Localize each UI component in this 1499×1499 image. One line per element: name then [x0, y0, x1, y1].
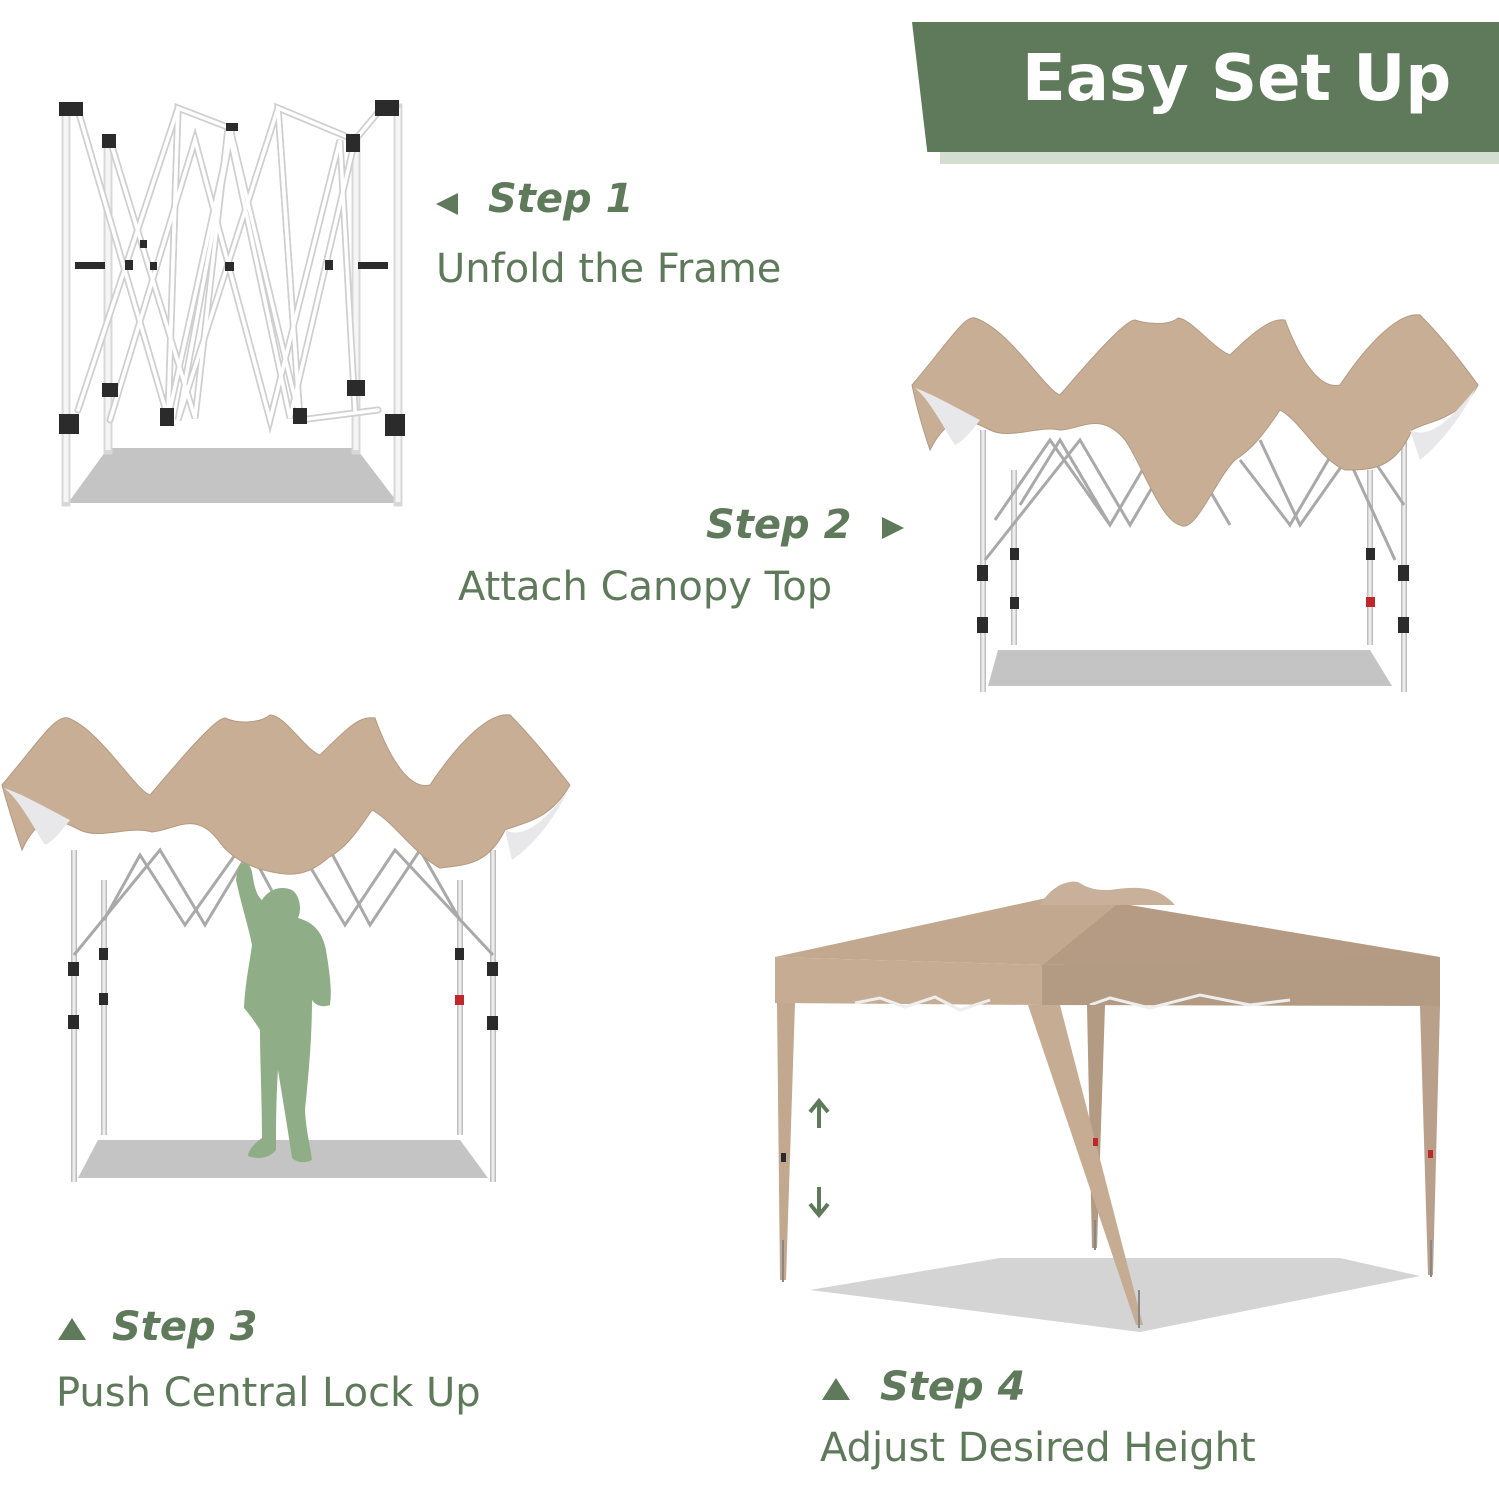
- step-4-label: Step 4: [880, 1364, 1026, 1410]
- canopy-fabric: [911, 314, 1479, 527]
- step-2-description: Attach Canopy Top: [458, 564, 833, 610]
- canopy-roof-left: [775, 895, 1118, 965]
- floor-shadow: [78, 1140, 488, 1178]
- step-4-description: Adjust Desired Height: [820, 1425, 1256, 1471]
- frame-joints: [59, 100, 405, 436]
- triangle-up-icon: [58, 1318, 86, 1340]
- triangle-up-icon: [822, 1378, 850, 1400]
- height-lock-button: [1093, 1138, 1098, 1146]
- arrow-up-icon: [808, 1097, 830, 1128]
- arrow-down-icon: [808, 1187, 830, 1219]
- step-2-label: Step 2: [706, 502, 852, 548]
- step-1-label: Step 1: [488, 176, 634, 222]
- step-3-description: Push Central Lock Up: [56, 1370, 481, 1416]
- page-title: Easy Set Up: [1022, 42, 1452, 116]
- leg-joints: [68, 948, 498, 1030]
- height-lock-button: [1366, 597, 1375, 607]
- leg-right: [1420, 1006, 1440, 1275]
- triangle-left-icon: [436, 193, 458, 215]
- assembled-canopy: [775, 881, 1440, 1332]
- canopy-peak: [1040, 881, 1175, 905]
- floor-shadow: [810, 1258, 1420, 1332]
- canopy-valance-front: [775, 957, 1042, 1005]
- floor-shadow: [68, 448, 398, 503]
- leg-joints: [977, 548, 1409, 633]
- person-silhouette: [236, 863, 331, 1163]
- step-3-label: Step 3: [112, 1304, 258, 1350]
- frame-with-loose-canopy: [911, 314, 1479, 692]
- person-pushing-center-lock: [1, 714, 571, 1182]
- floor-shadow: [988, 650, 1392, 686]
- header-banner: [912, 22, 1499, 152]
- canopy-valance-side: [1042, 957, 1440, 1006]
- height-lock-button: [1428, 1150, 1433, 1158]
- folded-frame: [59, 100, 405, 507]
- step-1-description: Unfold the Frame: [436, 246, 782, 292]
- leg-front-center: [1028, 1005, 1143, 1325]
- triangle-right-icon: [882, 517, 904, 539]
- height-lock-button: [455, 995, 464, 1005]
- canopy-roof-right: [1042, 903, 1440, 965]
- leg-joint: [781, 1153, 786, 1162]
- canopy-fabric: [1, 714, 571, 875]
- leg-front-left: [777, 1003, 795, 1280]
